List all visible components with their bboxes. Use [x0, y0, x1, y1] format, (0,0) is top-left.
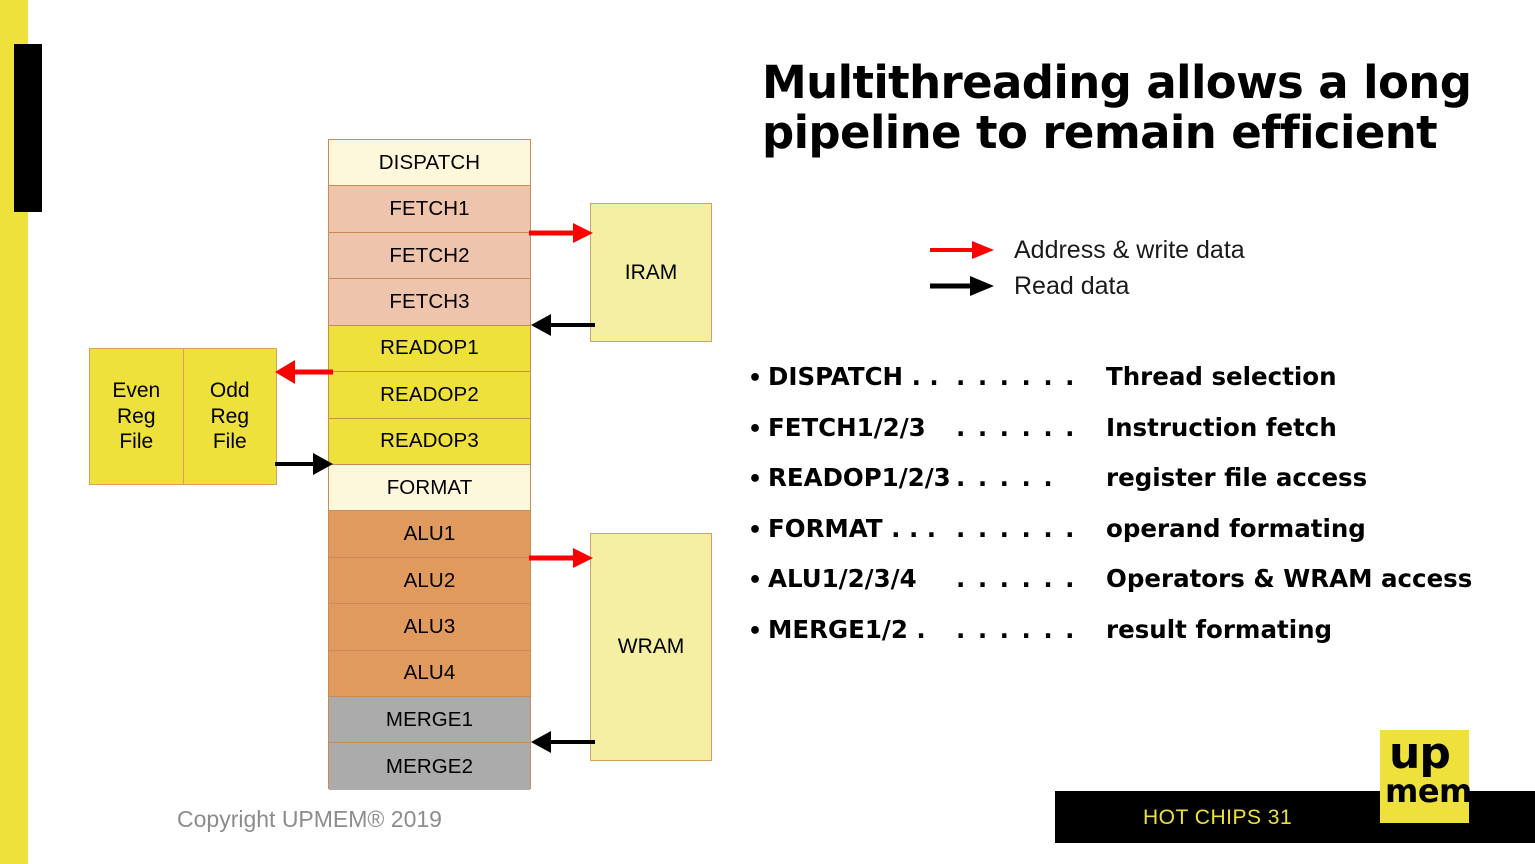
- arrow-fetch-to-iram-write-icon: [529, 223, 593, 243]
- odd-regfile-line2: Reg: [210, 404, 250, 428]
- stage-label: READOP2: [380, 382, 479, 406]
- stage-label: ALU4: [403, 661, 456, 685]
- bullet-stage-name: FORMAT . . .: [768, 513, 937, 543]
- copyright-notice: Copyright UPMEM® 2019: [177, 806, 442, 832]
- bullet-description: operand formating: [1106, 513, 1366, 543]
- even-register-file[interactable]: Even Reg File: [90, 349, 184, 484]
- page-title-line2: pipeline to remain efficient: [762, 106, 1438, 160]
- upmem-logo-mem-text: mem: [1385, 772, 1472, 810]
- arrow-iram-to-fetch-read-icon: [531, 314, 595, 336]
- stage-label: FETCH3: [389, 289, 470, 313]
- bullet-leader-dots: . . . . . .: [956, 362, 1077, 391]
- bullet-leader-dots: . . . . . .: [956, 564, 1077, 593]
- even-regfile-line2: Reg: [116, 404, 156, 428]
- bullet-point-icon: •: [748, 416, 763, 442]
- stage-label: ALU1: [403, 522, 456, 546]
- bullet-stage-name: DISPATCH . .: [768, 362, 939, 391]
- pipeline-stage-alu3[interactable]: ALU3: [329, 604, 530, 651]
- stage-label: FETCH2: [389, 243, 470, 267]
- pipeline-stage-fetch2[interactable]: FETCH2: [329, 232, 530, 280]
- list-item: • DISPATCH . . . . . . . . Thread select…: [748, 362, 1508, 413]
- arrow-regfile-to-format-read-icon: [275, 453, 333, 475]
- bullet-stage-name: MERGE1/2 .: [768, 614, 926, 644]
- bullet-point-icon: •: [748, 366, 763, 391]
- stage-label: READOP1: [380, 336, 479, 360]
- bullet-leader-dots: . . . . . .: [956, 614, 1077, 644]
- pipeline-stage-readop3[interactable]: READOP3: [329, 418, 530, 465]
- bullet-leader-dots: . . . . . .: [956, 513, 1077, 543]
- wram-memory-box[interactable]: WRAM: [590, 533, 712, 761]
- legend-red-arrow-right-icon: [930, 241, 994, 259]
- list-item: • FETCH1/2/3 . . . . . . Instruction fet…: [748, 413, 1508, 464]
- register-file-group: Even Reg File Odd Reg File: [89, 348, 277, 485]
- bullet-description: Instruction fetch: [1106, 412, 1337, 442]
- pipeline-stage-readop2[interactable]: READOP2: [329, 372, 530, 419]
- bullet-description: Thread selection: [1106, 362, 1337, 391]
- stage-label: ALU2: [403, 568, 456, 592]
- list-item: • MERGE1/2 . . . . . . . result formatin…: [748, 615, 1508, 666]
- legend-item-write: Address & write data: [928, 232, 1388, 268]
- pipeline-stage-column: DISPATCH FETCH1 FETCH2 FETCH3 READOP1 RE…: [328, 139, 531, 790]
- bullet-point-icon: •: [748, 467, 763, 492]
- conference-banner-label: HOT CHIPS 31: [1143, 806, 1293, 829]
- even-regfile-line3: File: [119, 430, 154, 454]
- legend-label-write: Address & write data: [1014, 235, 1245, 264]
- bullet-description: register file access: [1106, 463, 1368, 492]
- pipeline-stage-merge1[interactable]: MERGE1: [329, 697, 530, 744]
- arrow-alu-to-wram-write-icon: [529, 548, 593, 568]
- bullet-stage-name: ALU1/2/3/4: [768, 564, 917, 593]
- left-black-accent-bar: [14, 44, 42, 212]
- stage-label: MERGE2: [385, 754, 474, 778]
- legend-item-read: Read data: [928, 268, 1388, 304]
- bullet-stage-name: FETCH1/2/3: [768, 412, 926, 442]
- stage-label: READOP3: [380, 429, 479, 453]
- bullet-stage-name: READOP1/2/3: [768, 463, 951, 492]
- stage-label: ALU3: [403, 614, 456, 638]
- stage-label: MERGE1: [385, 707, 474, 731]
- list-item: • ALU1/2/3/4 . . . . . . Operators & WRA…: [748, 564, 1508, 615]
- page-title-line1: Multithreading allows a long: [762, 56, 1472, 109]
- legend: Address & write data Read data: [928, 232, 1388, 304]
- pipeline-stage-fetch3[interactable]: FETCH3: [329, 279, 530, 326]
- legend-label-read: Read data: [1014, 271, 1130, 300]
- bullet-leader-dots: . . . . .: [956, 463, 1055, 492]
- iram-label: IRAM: [624, 260, 678, 284]
- stage-label: FETCH1: [389, 197, 470, 221]
- list-item: • FORMAT . . . . . . . . . operand forma…: [748, 514, 1508, 565]
- pipeline-stage-alu1[interactable]: ALU1: [329, 511, 530, 558]
- stage-label: FORMAT: [386, 475, 473, 499]
- bullet-point-icon: •: [748, 517, 763, 543]
- pipeline-stage-merge2[interactable]: MERGE2: [329, 743, 530, 790]
- pipeline-stage-alu4[interactable]: ALU4: [329, 650, 530, 698]
- stage-description-list: • DISPATCH . . . . . . . . Thread select…: [748, 362, 1508, 665]
- page-title: Multithreading allows a long pipeline to…: [762, 56, 1502, 160]
- bullet-point-icon: •: [748, 568, 763, 593]
- odd-regfile-line1: Odd: [209, 379, 250, 403]
- odd-regfile-line3: File: [212, 430, 247, 454]
- list-item: • READOP1/2/3 . . . . . register file ac…: [748, 463, 1508, 514]
- upmem-logo: [1380, 730, 1469, 823]
- legend-black-arrow-right-icon: [930, 276, 994, 296]
- odd-register-file[interactable]: Odd Reg File: [184, 349, 277, 484]
- bullet-description: Operators & WRAM access: [1106, 564, 1473, 593]
- pipeline-stage-format[interactable]: FORMAT: [329, 464, 530, 512]
- arrow-readop-to-regfile-write-icon: [275, 360, 333, 384]
- bullet-description: result formating: [1106, 614, 1333, 644]
- bullet-point-icon: •: [748, 618, 763, 644]
- upmem-logo-up-text: up: [1389, 728, 1451, 779]
- wram-label: WRAM: [617, 635, 685, 658]
- even-regfile-line1: Even: [112, 379, 161, 403]
- bullet-leader-dots: . . . . . .: [956, 412, 1077, 442]
- iram-memory-box[interactable]: IRAM: [590, 203, 712, 342]
- pipeline-stage-alu2[interactable]: ALU2: [329, 557, 530, 605]
- pipeline-stage-dispatch[interactable]: DISPATCH: [329, 140, 530, 187]
- stage-label: DISPATCH: [378, 150, 481, 174]
- pipeline-stage-fetch1[interactable]: FETCH1: [329, 186, 530, 233]
- pipeline-stage-readop1[interactable]: READOP1: [329, 325, 530, 373]
- arrow-wram-to-merge-read-icon: [531, 731, 595, 753]
